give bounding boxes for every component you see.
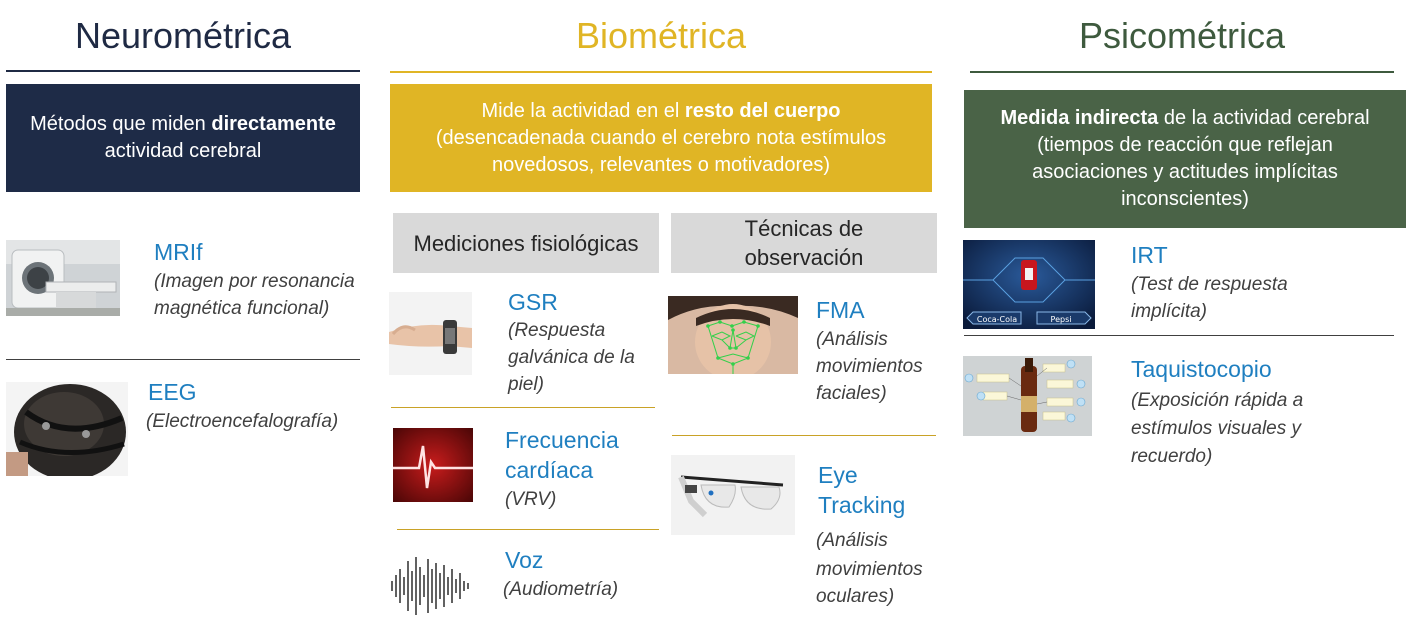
psico-box-text-line2: (tiempos de reacción que reflejan [1037, 134, 1333, 156]
eye-tracking-desc-3: oculares) [816, 586, 895, 607]
neuro-title: Neurométrica [74, 15, 292, 56]
eye-tracking-desc-1: (Análisis [816, 530, 888, 551]
fma-title: FMA [816, 297, 865, 323]
eye-tracking-title-2: Tracking [818, 492, 906, 518]
irt-desc-1: (Test de respuesta [1131, 274, 1288, 295]
irt-screen-image: Coca-Cola Pepsi [963, 240, 1095, 329]
neuro-definition-box: Métodos que miden directamente actividad… [6, 84, 360, 192]
eye-tracker-glasses-photo [671, 455, 795, 535]
psico-title: Psicométrica [1078, 15, 1286, 56]
voice-title: Voz [505, 547, 544, 573]
bio-box-text-bold: resto del cuerpo [684, 99, 841, 122]
eeg-title: EEG [148, 379, 197, 405]
tachistoscope-image [963, 356, 1092, 436]
eye-tracking-title-1: Eye [818, 462, 858, 488]
gsr-desc-3: piel) [508, 374, 544, 395]
eeg-desc: (Electroencefalografía) [146, 411, 339, 432]
psico-separator [964, 335, 1394, 336]
bio-title-rule [390, 71, 932, 73]
psico-title-rule [970, 71, 1394, 73]
bio-right-separator [672, 435, 936, 436]
gsr-desc-2: galvánica de la [508, 347, 635, 368]
eeg-cap-photo [6, 382, 128, 476]
psico-box-text-line3: asociaciones y actitudes implícitas [1032, 161, 1338, 183]
neuro-separator [6, 359, 360, 360]
irt-right-label: Pepsi [1051, 315, 1072, 324]
bio-subhead-observation: Técnicas de observación [671, 213, 937, 273]
bio-subhead-physiological: Mediciones fisiológicas [393, 213, 659, 273]
neuro-box-text-pre: Métodos que miden [30, 113, 212, 135]
irt-desc-2: implícita) [1131, 301, 1208, 322]
tachistoscope-desc-3: recuerdo) [1131, 446, 1213, 467]
tachistoscope-title: Taquistocopio [1131, 356, 1272, 382]
bio-subhead-physiological-text: Mediciones fisiológicas [413, 230, 639, 256]
eye-tracking-desc-2: movimientos [816, 559, 923, 580]
bio-subhead-observation-line1: Técnicas de [744, 216, 864, 241]
neuro-title-rule [6, 70, 360, 72]
bio-box-text-line3: novedosos, relevantes o motivadores) [492, 153, 830, 176]
mrif-title: MRIf [154, 239, 203, 265]
fma-desc-1: (Análisis [816, 329, 888, 350]
psico-box-text-line4: inconscientes) [1121, 188, 1249, 210]
fma-desc-2: movimientos [816, 356, 923, 377]
gsr-desc-1: (Respuesta [508, 320, 606, 341]
heart-rate-title-1: Frecuencia [505, 427, 619, 453]
tachistoscope-desc-1: (Exposición rápida a [1131, 390, 1304, 411]
psico-definition-box: Medida indirecta de la actividad cerebra… [964, 90, 1406, 228]
mrif-desc-2: magnética funcional) [154, 298, 330, 319]
bio-subhead-observation-line2: observación [744, 245, 864, 270]
irt-title: IRT [1131, 242, 1168, 268]
bio-title: Biométrica [575, 15, 747, 56]
gsr-title: GSR [508, 289, 558, 315]
mrif-desc-1: (Imagen por resonancia [154, 271, 355, 292]
bio-left-separator-1 [391, 407, 655, 408]
bio-box-text-line2: (desencadenada cuando el cerebro nota es… [435, 126, 887, 149]
neuro-box-text-bold: directamente [211, 113, 336, 135]
heartbeat-monitor-photo [393, 428, 473, 502]
voice-desc: (Audiometría) [503, 579, 619, 600]
irt-left-label: Coca-Cola [977, 315, 1017, 324]
psico-box-text-post1: de la actividad cerebral [1158, 107, 1370, 129]
tachistoscope-desc-2: estímulos visuales y [1131, 418, 1302, 439]
heart-rate-title-2: cardíaca [505, 457, 594, 483]
bio-box-text-pre: Mide la actividad en el [481, 99, 685, 122]
heart-rate-desc: (VRV) [505, 489, 557, 510]
face-mesh-photo [668, 296, 798, 374]
fma-desc-3: faciales) [816, 383, 887, 404]
sound-wave-icon [390, 555, 470, 617]
bio-left-separator-2 [397, 529, 659, 530]
bio-definition-box: Mide la actividad en el resto del cuerpo… [390, 84, 932, 192]
psico-box-text-bold: Medida indirecta [1000, 107, 1159, 129]
mri-scanner-photo [6, 240, 120, 316]
neuro-box-text-post: actividad cerebral [104, 140, 262, 162]
wrist-sensor-photo [389, 292, 472, 375]
